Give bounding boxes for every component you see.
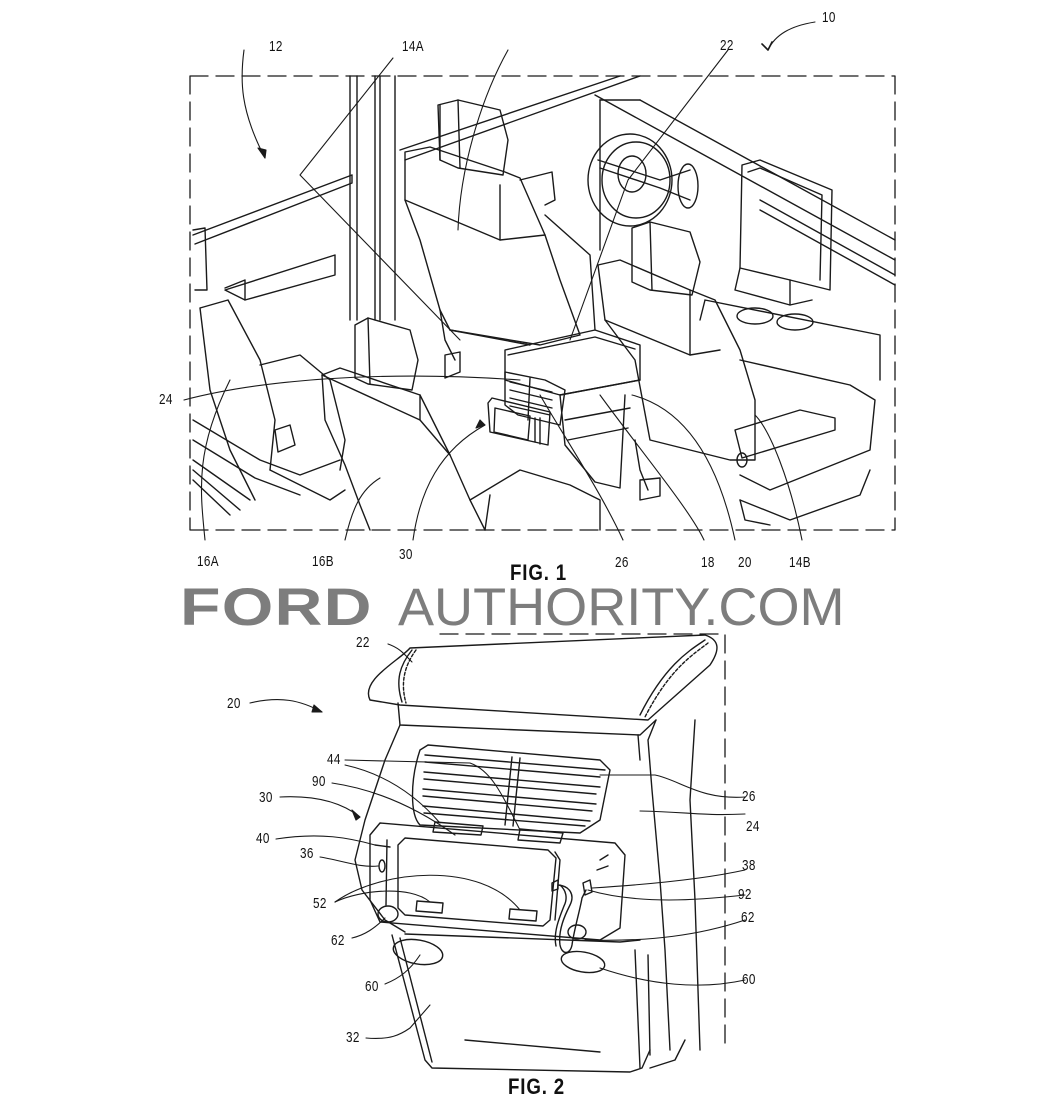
- ref-30-fig2: 30: [259, 789, 273, 806]
- ref-92: 92: [738, 886, 752, 903]
- fig2-leader-lines: [249, 643, 746, 1039]
- ref-16b: 16B: [312, 553, 334, 570]
- ref-14a: 14A: [402, 38, 424, 55]
- ref-20-fig2: 20: [227, 695, 241, 712]
- ref-14b: 14B: [789, 554, 811, 571]
- watermark-brand: FORD: [180, 578, 373, 637]
- ref-18: 18: [701, 554, 715, 571]
- ref-16a: 16A: [197, 553, 219, 570]
- ref-40: 40: [256, 830, 270, 847]
- ref-60-right: 60: [742, 971, 756, 988]
- ref-36: 36: [300, 845, 314, 862]
- ref-44: 44: [327, 751, 341, 768]
- fig1-drawing: [189, 75, 896, 531]
- fig2-drawing: [354, 633, 726, 1073]
- fig1-leader-lines: [183, 21, 816, 541]
- ref-22-fig2: 22: [356, 634, 370, 651]
- ref-26-fig2: 26: [742, 788, 756, 805]
- watermark-site: AUTHORITY.COM: [398, 578, 845, 637]
- ref-52: 52: [313, 895, 327, 912]
- ref-60-left: 60: [365, 978, 379, 995]
- fig1-label: FIG. 1: [510, 560, 568, 585]
- ref-62-left: 62: [331, 932, 345, 949]
- ref-30-fig1: 30: [399, 546, 413, 563]
- ref-38: 38: [742, 857, 756, 874]
- ref-24-fig2: 24: [746, 818, 760, 835]
- ref-10: 10: [822, 9, 836, 26]
- ref-90: 90: [312, 773, 326, 790]
- ref-24-fig1: 24: [159, 391, 173, 408]
- ref-22-fig1: 22: [720, 37, 734, 54]
- ref-20-fig1: 20: [738, 554, 752, 571]
- ref-26-fig1: 26: [615, 554, 629, 571]
- ref-32: 32: [346, 1029, 360, 1046]
- ref-62-right: 62: [741, 909, 755, 926]
- fig2-label: FIG. 2: [508, 1074, 566, 1099]
- ford-authority-watermark: FORD AUTHORITY.COM: [180, 580, 900, 636]
- ref-12: 12: [269, 38, 283, 55]
